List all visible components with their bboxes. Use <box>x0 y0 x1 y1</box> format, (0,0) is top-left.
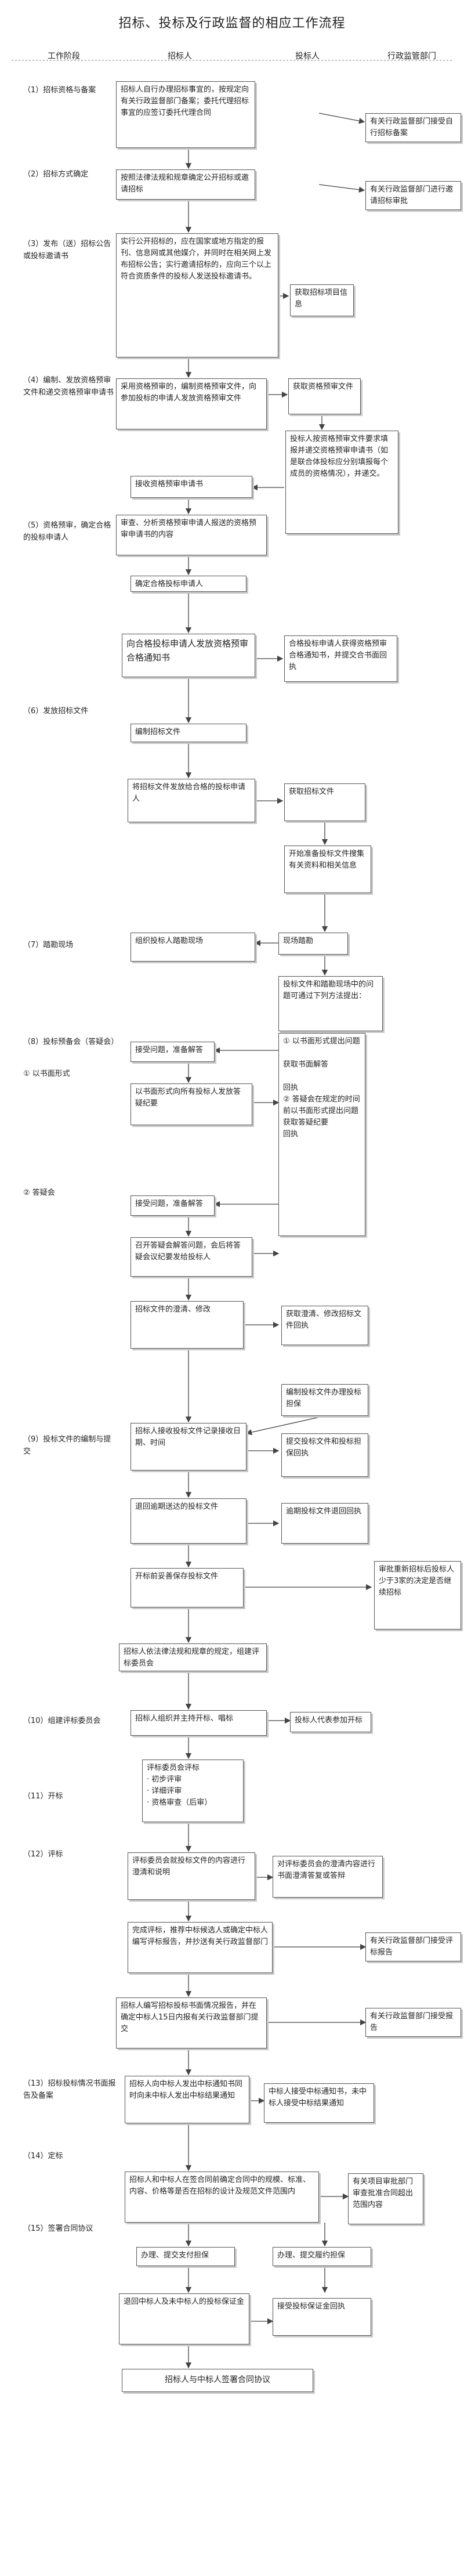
stage-12: （12）评标 <box>23 1850 63 1859</box>
stage-5: （5）资格预审，确定合格的投标申请人 <box>23 521 111 542</box>
stage-15: （15）签署合同协议 <box>23 2224 93 2233</box>
box-admin-rebid-decision: 审批重新招标后投标人少于3家的决定是否继续招标 <box>374 1561 461 1630</box>
box-get-project-info: 获取招标项目信息 <box>290 284 354 316</box>
box-submit-prequal-app: 投标人按资格预审文件要求填报并递交资格预审申请书（如是联合体投标应分别填报每个成… <box>285 431 398 534</box>
box-store-bids: 开标前妥善保存投标文件 <box>130 1568 244 1607</box>
box-prequal-docs: 采用资格预审的，编制资格预审文件，向参加投标的申请人发放资格预审文件 <box>116 378 267 429</box>
stage-9: （9）投标文件的编制与提交 <box>23 1435 111 1456</box>
box-qa-meeting: 召开答疑会解答问题，会后将答疑会议纪要发给投标人 <box>130 1237 252 1277</box>
box-written-answers: 以书面形式向所有投标人发放答疑纪要 <box>130 1083 252 1125</box>
stage-1: （1）招标资格与备案 <box>23 86 96 95</box>
box-determine-method: 按照法律法规和规章确定公开招标或邀请招标 <box>116 169 255 200</box>
box-prepare-bid: 开始准备投标文件搜集有关资料和相关信息 <box>284 846 371 893</box>
box-clarification-reply: 对评标委员会的澄清内容进行书面澄清答复或答辩 <box>273 1856 383 1898</box>
box-get-tender-docs: 获取招标文件 <box>284 783 365 821</box>
box-receive-prequal-app: 接收资格预审申请书 <box>130 476 252 498</box>
box-accept-questions-2: 接受问题，准备解答 <box>130 1195 215 1216</box>
box-evaluation-steps: 评标委员会评标 · 初步评审 · 详细评审 · 资格审查（后审） <box>142 1760 244 1822</box>
stage-13: （13）招标投标情况书面报告及备案 <box>23 2079 116 2100</box>
box-evaluation-report: 完成评标，推荐中标候选人或确定中标人编写评标报告，并抄送有关行政监督部门 <box>128 1922 273 1973</box>
box-written-report: 招标人编写招标投标书面情况报告，并在确定中标人15日内报有关行政监督部门提交 <box>116 1997 267 2048</box>
box-accept-award-notice: 中标人接受中标通知书，未中标人接受中标结果通知 <box>264 2083 374 2123</box>
box-bid-clarification: 评标委员会就投标文件的内容进行澄清和说明 <box>128 1852 255 1900</box>
box-bid-bond-receipt: 接受投标保证金回执 <box>273 2298 371 2336</box>
box-payment-guarantee: 办理、提交支付担保 <box>136 2247 235 2266</box>
box-admin-accept-filing: 有关行政监督部门接受自行招标备案 <box>365 113 461 142</box>
box-question-methods: ① 以书面形式提出问题 获取书面解答 回执 ② 答疑会在规定的时间前以书面形式提… <box>278 1033 365 1236</box>
column-header-stage: 工作阶段 <box>48 52 80 61</box>
stage-3: （3）发布（送）招标公告或投标邀请书 <box>23 240 111 261</box>
box-compile-bid-guarantee: 编制投标文件办理投标担保 <box>281 1384 368 1416</box>
box-admin-approve-invite: 有关行政监督部门进行邀请招标审批 <box>365 181 461 210</box>
box-send-prequal-notice: 向合格投标申请人发放资格预审合格通知书 <box>122 634 255 677</box>
box-contract-review: 招标人和中标人在签合同前确定合同中的规模、标准、内容、价格等是否在招标的设计及规… <box>125 2172 319 2223</box>
box-sign-contract: 招标人与中标人签署合同协议 <box>122 2369 313 2392</box>
box-site-visit: 现场踏勘 <box>278 933 348 955</box>
box-issue-tender-docs: 将招标文件发放给合格的投标申请人 <box>128 779 255 822</box>
box-raise-questions: 投标文件和踏勘现场中的问题可通过下列方法提出： <box>278 976 383 1031</box>
box-qualified-receipt: 合格投标申请人获得资格预审合格通知书，并提交合书面回执 <box>284 635 397 682</box>
box-admin-accept-report: 有关行政监督部门接受评标报告 <box>365 1932 461 1961</box>
box-award-notice: 招标人向中标人发出中标通知书同时向未中标人发出中标结果通知 <box>125 2076 249 2123</box>
box-admin-accept-written: 有关行政监督部门接受报告 <box>365 2008 461 2037</box>
box-confirm-qualified: 确定合格投标申请人 <box>130 576 246 592</box>
column-header-bidder: 投标人 <box>295 52 320 61</box>
stage-8-option-a: ① 以书面形式 <box>23 1070 70 1078</box>
stage-4: （4）编制、发放资格预审文件和递交资格预审申请书 <box>23 376 114 397</box>
box-receive-bids: 招标人接收投标文件记录接收日期、时间 <box>130 1423 246 1471</box>
column-header-tenderee: 招标人 <box>168 52 192 61</box>
box-bid-opening: 招标人组织并主持开标、唱标 <box>130 1710 267 1736</box>
stage-8-option-b: ② 答疑会 <box>23 1188 55 1197</box>
box-self-tender-filing: 招标人自行办理招标事宜的，按规定向有关行政监督部门备案；委托代理招标事宜的应签订… <box>116 81 255 148</box>
box-review-prequal: 审查、分析资格预审申请人报送的资格预审申请书的内容 <box>116 515 267 555</box>
stage-7: （7）踏勘现场 <box>23 941 74 949</box>
box-clarify-receipt: 获取澄清、修改招标文件回执 <box>281 1306 368 1345</box>
column-header-admin: 行政监管部门 <box>387 52 436 61</box>
box-submit-bids: 提交投标文件和投标担保回执 <box>281 1433 368 1477</box>
stage-10: （10）组建评标委员会 <box>23 1717 101 1725</box>
page-title: 招标、投标及行政监督的相应工作流程 <box>118 16 346 31</box>
box-compile-tender-docs: 编制招标文件 <box>130 724 246 742</box>
box-get-prequal-docs: 获取资格预审文件 <box>288 378 361 414</box>
box-approval-dept: 有关项目审批部门审查批准合同超出范围内容 <box>348 2173 423 2224</box>
box-clarify-tender-docs: 招标文件的澄清、修改 <box>130 1301 244 1349</box>
stage-6: （6）发放招标文件 <box>23 707 89 716</box>
box-performance-guarantee: 办理、提交履约担保 <box>273 2247 371 2266</box>
stage-8: （8）投标预备会（答疑会） <box>23 1038 119 1046</box>
box-return-late-bids: 退回逾期送达的投标文件 <box>130 1498 246 1544</box>
box-publish-notice: 实行公开招标的，应在国家或地方指定的报刊、信息网或其他媒介，并同时在相关网上发布… <box>116 233 278 357</box>
box-accept-questions-1: 接受问题，准备解答 <box>130 1042 215 1062</box>
box-return-bid-bonds: 退回中标人及未中标人的投标保证金 <box>119 2293 249 2344</box>
box-organize-site-visit: 组织投标人踏勘现场 <box>130 933 255 962</box>
stage-2: （2）招标方式确定 <box>23 170 89 179</box>
stage-11: （11）开标 <box>23 1792 63 1801</box>
stage-14: （14）定标 <box>23 2152 63 2160</box>
box-late-bid-receipt: 逾期投标文件退回回执 <box>281 1503 368 1544</box>
box-attend-opening: 投标人代表参加开标 <box>290 1712 371 1732</box>
box-form-committee: 招标人依法律法规和规章的规定，组建评标委员会 <box>119 1643 267 1671</box>
